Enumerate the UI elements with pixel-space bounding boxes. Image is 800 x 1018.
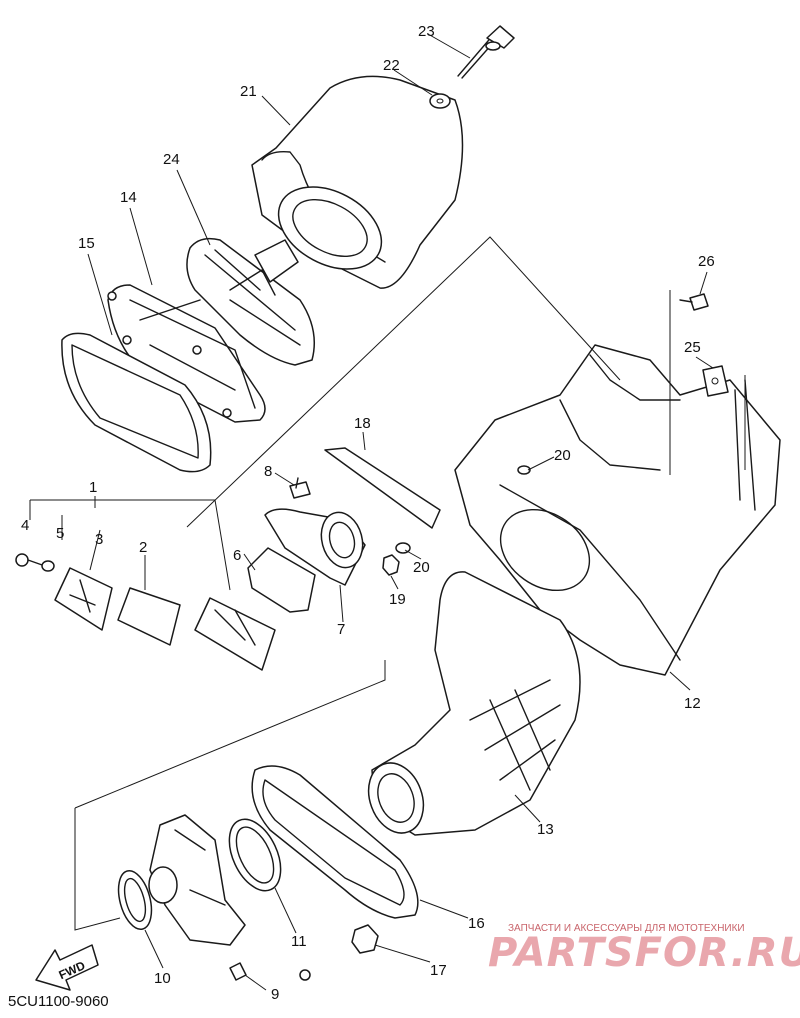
callout-16: 16 bbox=[468, 915, 485, 932]
intake-joint bbox=[264, 508, 366, 586]
reed-block-6 bbox=[247, 547, 316, 613]
callout-6: 6 bbox=[233, 547, 241, 564]
callout-7: 7 bbox=[337, 621, 345, 638]
callout-4: 4 bbox=[21, 517, 29, 534]
callout-15: 15 bbox=[78, 235, 95, 252]
clip-9 bbox=[229, 962, 311, 981]
reed-valve-assembly-1 bbox=[194, 597, 276, 671]
washer-5 bbox=[41, 560, 55, 572]
boot-gasket bbox=[251, 765, 419, 919]
callout-11: 11 bbox=[291, 933, 307, 950]
wing-bolt bbox=[457, 25, 515, 79]
watermark-brand: PARTSFOR.RU bbox=[488, 930, 800, 976]
carburetor bbox=[148, 814, 246, 946]
callout-20-upper: 20 bbox=[554, 447, 571, 464]
callout-19: 19 bbox=[389, 591, 406, 608]
hose-clamp-10 bbox=[117, 870, 153, 930]
callout-23: 23 bbox=[418, 23, 435, 40]
air-filter-element bbox=[251, 75, 464, 289]
diagram-code: 5CU1100-9060 bbox=[8, 993, 109, 1010]
callout-25: 25 bbox=[684, 339, 701, 356]
bolt-26 bbox=[679, 293, 709, 311]
callout-2: 2 bbox=[139, 539, 147, 556]
callout-1: 1 bbox=[89, 479, 97, 496]
callout-9: 9 bbox=[271, 986, 279, 1003]
callout-8: 8 bbox=[264, 463, 272, 480]
hose-clamp-11 bbox=[228, 818, 282, 892]
callout-26: 26 bbox=[698, 253, 715, 270]
washer bbox=[429, 93, 451, 109]
callout-14: 14 bbox=[120, 189, 137, 206]
watermark-tagline: ЗАПЧАСТИ И АКСЕССУАРЫ ДЛЯ МОТОТЕХНИКИ bbox=[508, 923, 745, 934]
callout-labels: 1 2 3 4 5 6 7 8 9 10 11 12 13 14 15 16 1… bbox=[21, 23, 715, 1003]
callout-5: 5 bbox=[56, 525, 64, 542]
fwd-arrow: FWD bbox=[35, 944, 99, 991]
reed-petal-3 bbox=[54, 567, 113, 631]
leader-lines bbox=[29, 33, 714, 991]
screw-4 bbox=[15, 553, 46, 567]
callout-22: 22 bbox=[383, 57, 400, 74]
filter-cage-plate bbox=[107, 284, 266, 423]
reed-stopper-2 bbox=[117, 587, 181, 646]
cover-plate bbox=[324, 447, 441, 529]
callout-24: 24 bbox=[163, 151, 180, 168]
callout-13: 13 bbox=[537, 821, 554, 838]
callout-21: 21 bbox=[240, 83, 257, 100]
callout-12: 12 bbox=[684, 695, 701, 712]
assembly-guide-lines bbox=[74, 236, 746, 931]
callout-20-lower: 20 bbox=[413, 559, 430, 576]
air-box bbox=[454, 344, 781, 676]
air-boot bbox=[367, 571, 581, 836]
clip-25 bbox=[702, 365, 729, 397]
nut-19 bbox=[382, 554, 400, 576]
filter-guide bbox=[186, 237, 315, 366]
grommet-20a bbox=[517, 465, 531, 475]
gasket bbox=[61, 332, 212, 473]
bolt-8 bbox=[289, 477, 311, 499]
callout-18: 18 bbox=[354, 415, 371, 432]
callout-17: 17 bbox=[430, 962, 447, 979]
callout-10: 10 bbox=[154, 970, 171, 987]
callout-3: 3 bbox=[95, 531, 103, 548]
nut-17 bbox=[351, 924, 379, 954]
watermark: ЗАПЧАСТИ И АКСЕССУАРЫ ДЛЯ МОТОТЕХНИКИ PA… bbox=[488, 923, 800, 976]
